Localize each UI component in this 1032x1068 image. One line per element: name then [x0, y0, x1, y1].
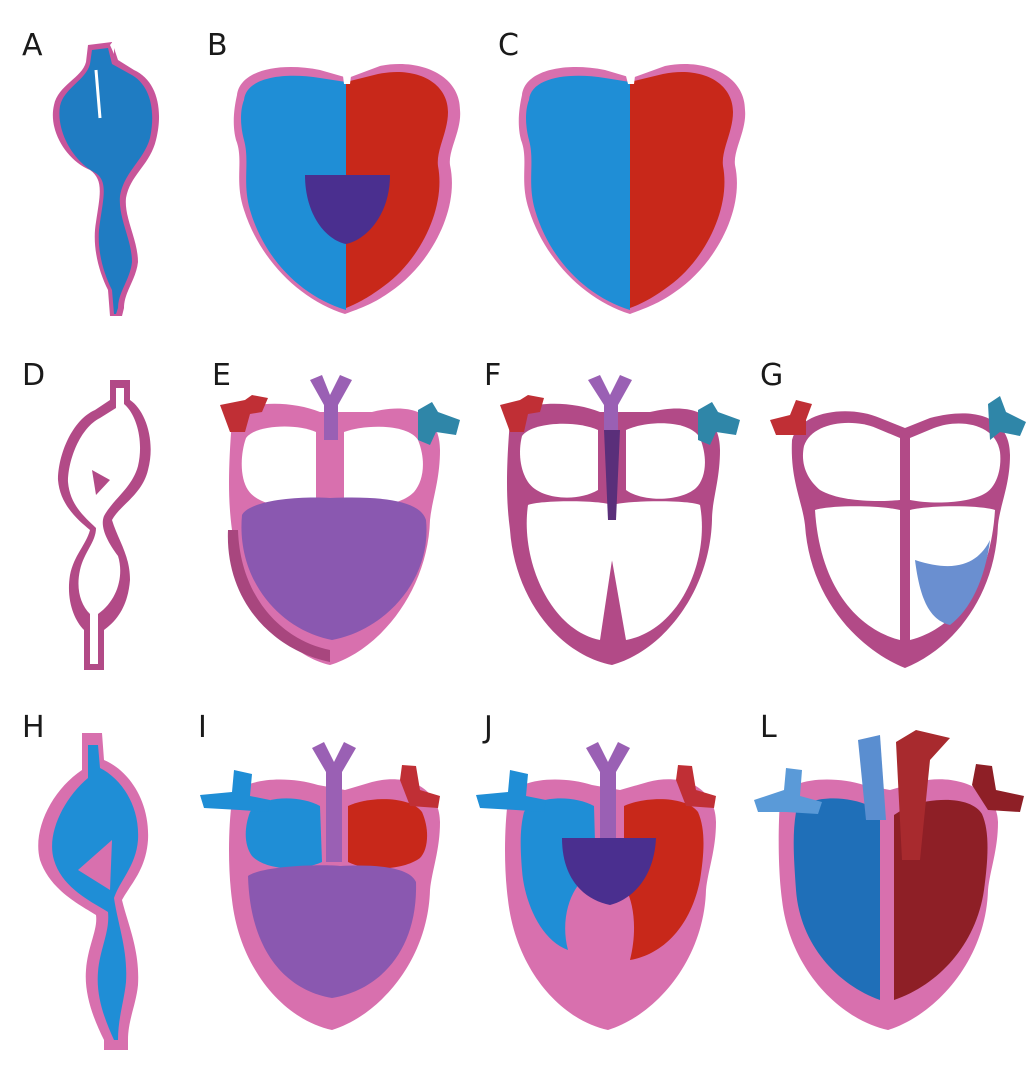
panel-c-heart [519, 64, 745, 314]
panel-e-heart [220, 375, 460, 665]
panel-label-g: G [760, 358, 783, 393]
panel-label-a: A [22, 28, 43, 63]
panel-label-c: C [498, 28, 519, 63]
panel-l-heart [754, 730, 1024, 1030]
panel-a-heart-tube [53, 40, 159, 316]
panel-label-i: I [198, 710, 207, 745]
panel-label-f: F [484, 358, 501, 393]
panel-g-heart [770, 396, 1026, 668]
panel-label-j: J [482, 710, 493, 745]
panel-label-d: D [22, 358, 45, 393]
panel-j-heart [476, 742, 716, 1030]
panel-h-heart-tube [38, 733, 148, 1050]
panel-i-heart [200, 742, 440, 1030]
panel-f-heart [500, 375, 740, 665]
panel-d-heart-tube-outline [58, 380, 151, 670]
panel-label-l: L [760, 710, 777, 745]
panel-label-e: E [212, 358, 231, 393]
panel-b-heart [234, 64, 460, 314]
panel-label-h: H [22, 710, 45, 745]
panel-label-b: B [207, 28, 228, 63]
